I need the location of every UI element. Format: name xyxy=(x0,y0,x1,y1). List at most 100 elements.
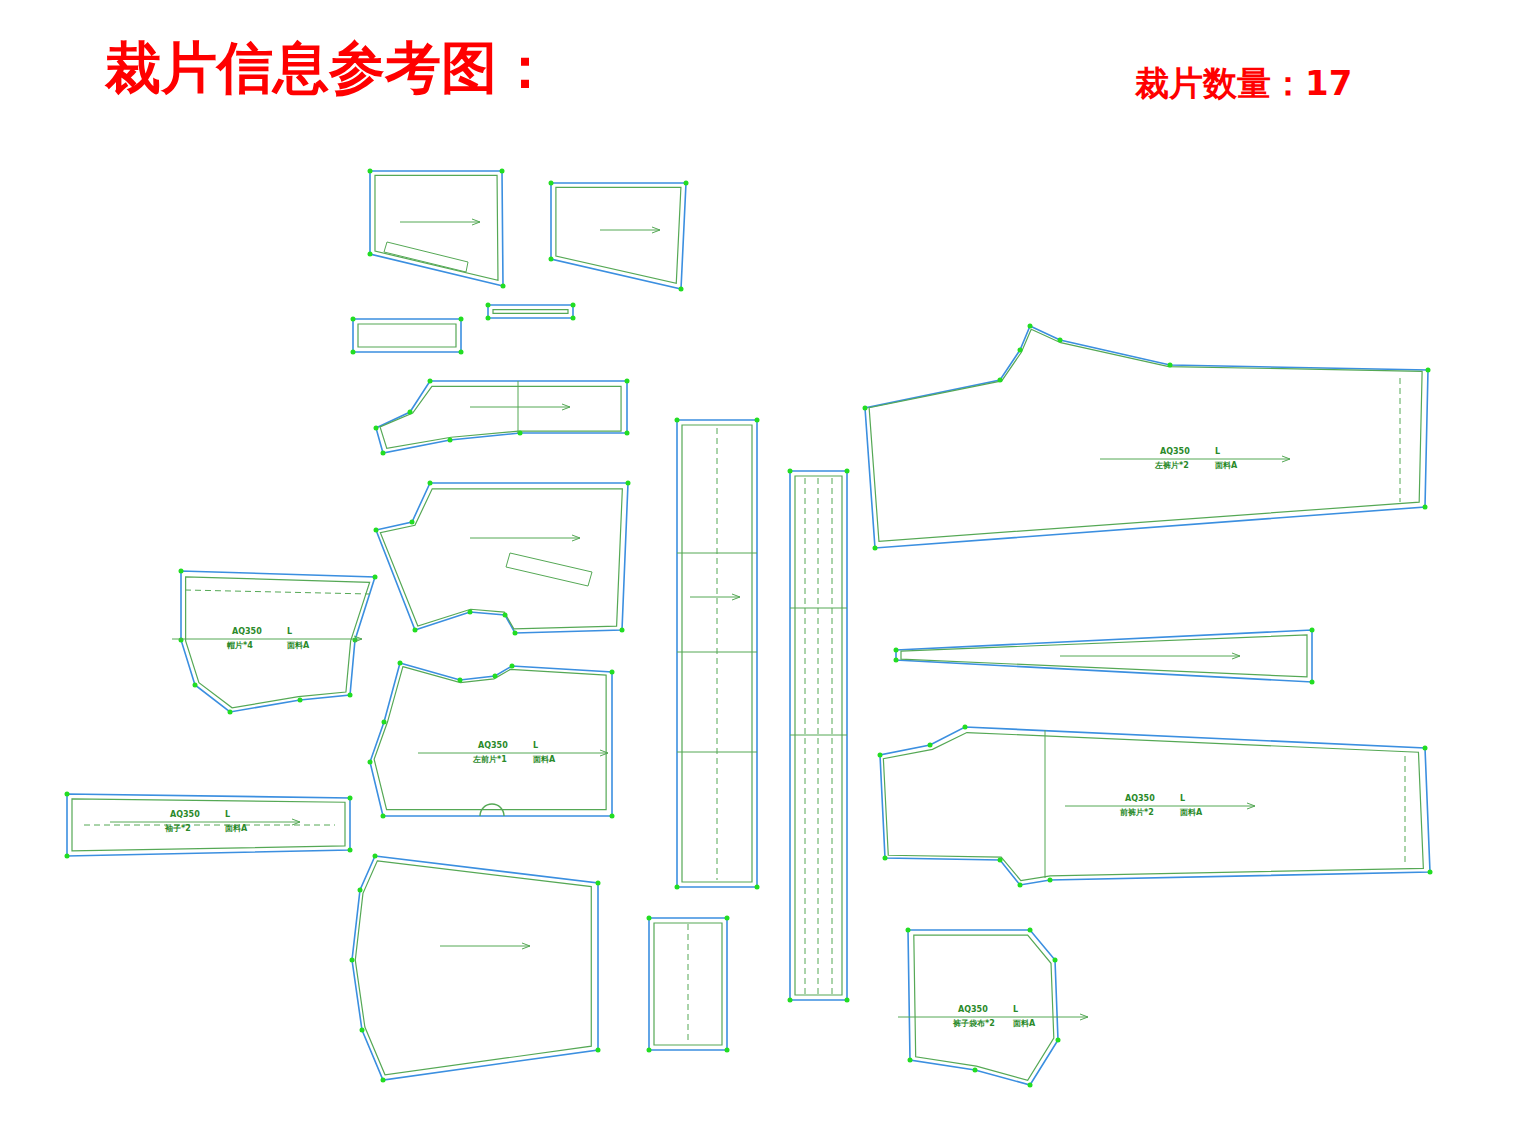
piece-label: L xyxy=(287,628,292,636)
cut-line xyxy=(370,171,503,286)
corner-dot xyxy=(755,418,760,423)
corner-dot xyxy=(408,410,413,415)
corner-dot xyxy=(1426,368,1431,373)
cut-line xyxy=(908,930,1058,1085)
corner-dot xyxy=(410,520,415,525)
seam-line xyxy=(914,935,1054,1080)
corner-dot xyxy=(368,760,373,765)
seam-line xyxy=(682,425,752,882)
corner-dot xyxy=(374,426,379,431)
corner-dot xyxy=(998,858,1003,863)
corner-dot xyxy=(459,317,464,322)
dashed-line xyxy=(805,478,806,995)
corner-dot xyxy=(883,856,888,861)
corner-dot xyxy=(503,613,508,618)
corner-dot xyxy=(1310,680,1315,685)
corner-dot xyxy=(373,854,378,859)
corner-dot xyxy=(360,1028,365,1033)
corner-dot xyxy=(179,638,184,643)
corner-dot xyxy=(65,792,70,797)
dashed-line xyxy=(1405,756,1406,866)
corner-dot xyxy=(620,628,625,633)
piece-label: L xyxy=(533,742,538,750)
mark-line xyxy=(677,652,757,653)
pattern-piece xyxy=(878,725,1433,888)
cut-line xyxy=(376,381,627,453)
piece-label: AQ350 xyxy=(1160,448,1190,456)
piece-label: 面料A xyxy=(1215,462,1237,470)
pattern-piece xyxy=(486,303,576,321)
corner-dot xyxy=(596,881,601,886)
piece-label: 袖子*2 xyxy=(165,825,191,833)
piece-count: 裁片数量：17 xyxy=(1135,66,1352,100)
corner-dot xyxy=(486,303,491,308)
grain-arrow xyxy=(440,943,530,949)
piece-label: 面料A xyxy=(225,825,247,833)
cut-line xyxy=(181,571,375,712)
dashed-line xyxy=(1400,378,1401,502)
seam-line xyxy=(374,667,606,810)
corner-dot xyxy=(459,350,464,355)
pattern-piece xyxy=(374,379,630,456)
dashed-line xyxy=(818,478,819,995)
corner-dot xyxy=(350,958,355,963)
corner-dot xyxy=(845,998,850,1003)
cut-line xyxy=(865,326,1428,548)
piece-label: L xyxy=(1013,1006,1018,1014)
seam-line xyxy=(901,635,1307,677)
seam-line xyxy=(556,187,681,283)
corner-dot xyxy=(647,1048,652,1053)
corner-dot xyxy=(298,698,303,703)
mark-line xyxy=(790,735,847,736)
pattern-piece xyxy=(788,469,850,1003)
corner-dot xyxy=(963,725,968,730)
corner-dot xyxy=(873,546,878,551)
piece-label: AQ350 xyxy=(478,742,508,750)
corner-dot xyxy=(1423,746,1428,751)
cut-line xyxy=(551,183,686,289)
grain-arrow xyxy=(418,750,608,756)
corner-dot xyxy=(374,528,379,533)
corner-dot xyxy=(468,610,473,615)
corner-dot xyxy=(448,438,453,443)
corner-dot xyxy=(348,693,353,698)
piece-label: 面料A xyxy=(1180,809,1202,817)
dashed-line xyxy=(84,825,335,826)
corner-dot xyxy=(596,1048,601,1053)
cut-line xyxy=(649,918,727,1050)
corner-dot xyxy=(348,796,353,801)
corner-dot xyxy=(1028,928,1033,933)
corner-dot xyxy=(428,379,433,384)
seam-line xyxy=(186,577,370,708)
pattern-piece xyxy=(179,569,378,715)
corner-dot xyxy=(193,683,198,688)
corner-dot xyxy=(513,631,518,636)
grain-arrow xyxy=(400,219,480,225)
corner-dot xyxy=(755,885,760,890)
corner-dot xyxy=(675,885,680,890)
dashed-line xyxy=(832,478,833,995)
corner-dot xyxy=(381,814,386,819)
corner-dot xyxy=(647,916,652,921)
seam-line xyxy=(358,324,456,347)
pattern-piece xyxy=(675,418,760,890)
corner-dot xyxy=(458,678,463,683)
piece-label: AQ350 xyxy=(232,628,262,636)
seam-line xyxy=(375,175,498,280)
corner-dot xyxy=(894,648,899,653)
cut-line xyxy=(353,319,461,352)
corner-dot xyxy=(610,814,615,819)
corner-dot xyxy=(351,350,356,355)
piece-label: AQ350 xyxy=(958,1006,988,1014)
grain-arrow xyxy=(172,636,362,642)
pattern-piece xyxy=(368,661,615,819)
corner-dot xyxy=(500,169,505,174)
corner-dot xyxy=(382,720,387,725)
piece-label: AQ350 xyxy=(170,811,200,819)
corner-dot xyxy=(684,181,689,186)
pattern-piece xyxy=(368,169,506,289)
cut-line xyxy=(376,483,628,633)
corner-dot xyxy=(373,575,378,580)
piece-label: 裤子袋布*2 xyxy=(953,1020,995,1028)
